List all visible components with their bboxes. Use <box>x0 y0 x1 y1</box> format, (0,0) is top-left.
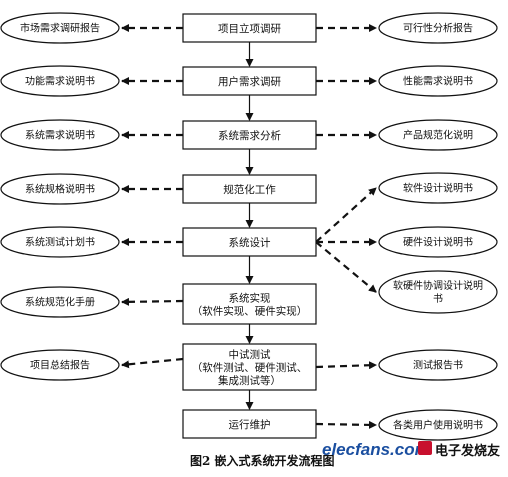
document-label: 系统测试计划书 <box>25 236 95 249</box>
right-document-r8 <box>378 409 498 441</box>
watermark-logo: elecfans.com 电子发烧友 <box>322 440 500 459</box>
document-label: 项目总结报告 <box>30 359 90 372</box>
left-document-l5 <box>0 226 120 258</box>
document-label: 书 <box>433 293 443 305</box>
output-arrow-right <box>315 420 377 429</box>
watermark-site: elecfans.com <box>322 440 430 459</box>
process-label: （软件测试、硬件测试、 <box>192 361 308 374</box>
process-box-p3 <box>182 120 317 150</box>
document-label: 软件设计说明书 <box>403 182 473 195</box>
figure-caption: 图2 嵌入式系统开发流程图 <box>190 453 335 468</box>
process-label: 运行维护 <box>229 418 271 431</box>
right-document-r2 <box>378 65 498 97</box>
output-arrow-right <box>315 361 377 370</box>
document-label: 可行性分析报告 <box>403 22 473 35</box>
process-box-p5 <box>182 227 317 257</box>
process-label: 集成测试等） <box>218 374 281 387</box>
watermark-cn: 电子发烧友 <box>435 443 500 459</box>
process-box-p8 <box>182 409 317 439</box>
process-box-p6 <box>182 283 317 325</box>
document-label: 性能需求说明书 <box>403 75 473 88</box>
output-arrow-right <box>315 187 377 243</box>
document-label: 系统需求说明书 <box>25 129 95 142</box>
process-label: 中试测试 <box>229 348 271 361</box>
output-arrow-left <box>121 297 184 306</box>
right-document-r7 <box>378 349 498 381</box>
process-box-p7 <box>182 343 317 391</box>
process-box-p1 <box>182 13 317 43</box>
document-label: 各类用户使用说明书 <box>393 419 483 432</box>
left-document-l2 <box>0 65 120 97</box>
output-arrow-right <box>315 241 377 293</box>
document-label: 软硬件协调设计说明 <box>393 279 483 292</box>
right-document-r6 <box>378 270 498 314</box>
process-label: 用户需求调研 <box>218 75 281 88</box>
document-label: 系统规格说明书 <box>25 183 95 196</box>
left-document-l3 <box>0 119 120 151</box>
document-label: 测试报告书 <box>413 359 463 372</box>
document-label: 系统规范化手册 <box>25 296 95 309</box>
right-document-r1 <box>378 12 498 44</box>
document-label: 功能需求说明书 <box>25 75 95 88</box>
output-arrow-left <box>121 357 184 369</box>
document-label: 市场需求调研报告 <box>20 22 100 35</box>
document-label: 产品规范化说明 <box>403 129 473 142</box>
process-label: 规范化工作 <box>223 183 276 196</box>
process-label: 系统需求分析 <box>218 129 281 142</box>
left-document-l4 <box>0 173 120 205</box>
process-box-p4 <box>182 174 317 204</box>
process-label: 项目立项调研 <box>218 22 281 35</box>
document-label: 硬件设计说明书 <box>403 236 473 249</box>
right-document-r3 <box>378 119 498 151</box>
process-box-p2 <box>182 66 317 96</box>
right-document-r5 <box>378 226 498 258</box>
right-document-r4 <box>378 172 498 204</box>
left-document-l7 <box>0 349 120 381</box>
left-document-l1 <box>0 12 120 44</box>
process-label: 系统实现 <box>229 291 271 304</box>
watermark-badge <box>418 441 432 455</box>
left-document-l6 <box>0 286 120 318</box>
process-label: 系统设计 <box>229 236 271 249</box>
process-label: （软件实现、硬件实现） <box>192 304 308 317</box>
